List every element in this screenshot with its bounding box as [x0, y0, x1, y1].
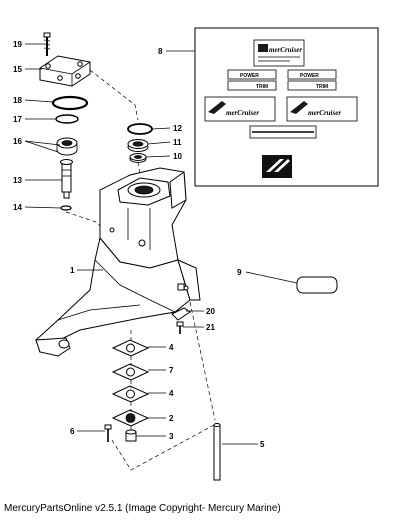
decal-power-text-1: POWER: [240, 73, 259, 79]
callout-6: 6: [70, 427, 75, 436]
callout-19: 19: [13, 40, 22, 49]
decal-power-trim-right: POWER TRIM: [287, 69, 337, 91]
decal-brand-badge: merCruiser: [253, 39, 305, 67]
screw-part-19: [43, 32, 51, 56]
assembly-lines: [65, 69, 216, 471]
ring-part-17: [55, 114, 79, 124]
callout-13: 13: [13, 176, 22, 185]
callout-7: 7: [169, 366, 174, 375]
decal-power-trim-left: POWER TRIM: [227, 69, 277, 91]
callout-11: 11: [173, 138, 182, 147]
callout-9: 9: [237, 268, 242, 277]
cover-plate-part-15: [39, 55, 91, 87]
seal-part-12: [127, 123, 153, 135]
decal-logo-square: [262, 155, 292, 178]
gear-housing-part-1: [35, 167, 201, 357]
decal-brand-left: merCruiser: [204, 96, 276, 122]
callout-labels: 19 15 18 17 16 13 14 1 6 8 12 11 10 9 20…: [13, 40, 265, 449]
decal-brand-text-3: merCruiser: [308, 109, 341, 117]
rod-part-5: [213, 423, 221, 481]
screw-part-6: [104, 424, 112, 442]
callout-18: 18: [13, 96, 22, 105]
callout-2: 2: [169, 414, 174, 423]
ring-part-14: [60, 205, 72, 211]
bearing-part-11: [127, 139, 149, 152]
callout-15: 15: [13, 65, 22, 74]
callout-4-upper: 4: [169, 343, 174, 352]
callout-14: 14: [13, 203, 22, 212]
plate-part-2: [111, 409, 150, 427]
callout-5: 5: [260, 440, 265, 449]
callout-21: 21: [206, 323, 215, 332]
callout-12: 12: [173, 124, 182, 133]
plate-part-7: [111, 363, 150, 381]
decal-brand-text-1: merCruiser: [269, 46, 302, 54]
image-copyright-caption: MercuryPartsOnline v2.5.1 (Image Copyrig…: [4, 503, 281, 514]
bushing-part-10: [129, 153, 147, 163]
screw-part-21: [176, 321, 184, 334]
callout-20: 20: [206, 307, 215, 316]
decal-trim-text-1: TRIM: [256, 84, 268, 90]
callout-4-lower: 4: [169, 389, 174, 398]
decal-brand-right: merCruiser: [286, 96, 358, 122]
plate-part-4-upper: [111, 339, 150, 357]
leader-lines: [24, 43, 298, 445]
plate-part-9: [296, 276, 338, 294]
callout-16: 16: [13, 137, 22, 146]
decal-stripe: [249, 125, 317, 139]
callout-17: 17: [13, 115, 22, 124]
anode-part-20: [171, 307, 191, 321]
shaft-part-13: [60, 159, 73, 199]
decal-brand-text-2: merCruiser: [226, 109, 259, 117]
decal-power-text-2: POWER: [300, 73, 319, 79]
decal-sheet: merCruiser POWER TRIM POWER TRIM merCrui…: [194, 27, 379, 187]
callout-3: 3: [169, 432, 174, 441]
plate-part-4-lower: [111, 385, 150, 403]
bushing-part-3: [125, 429, 137, 442]
callout-1: 1: [70, 266, 75, 275]
bearing-part-16: [56, 137, 78, 156]
decal-trim-text-2: TRIM: [316, 84, 328, 90]
callout-8: 8: [158, 47, 163, 56]
o-ring-part-18: [51, 95, 89, 111]
callout-10: 10: [173, 152, 182, 161]
